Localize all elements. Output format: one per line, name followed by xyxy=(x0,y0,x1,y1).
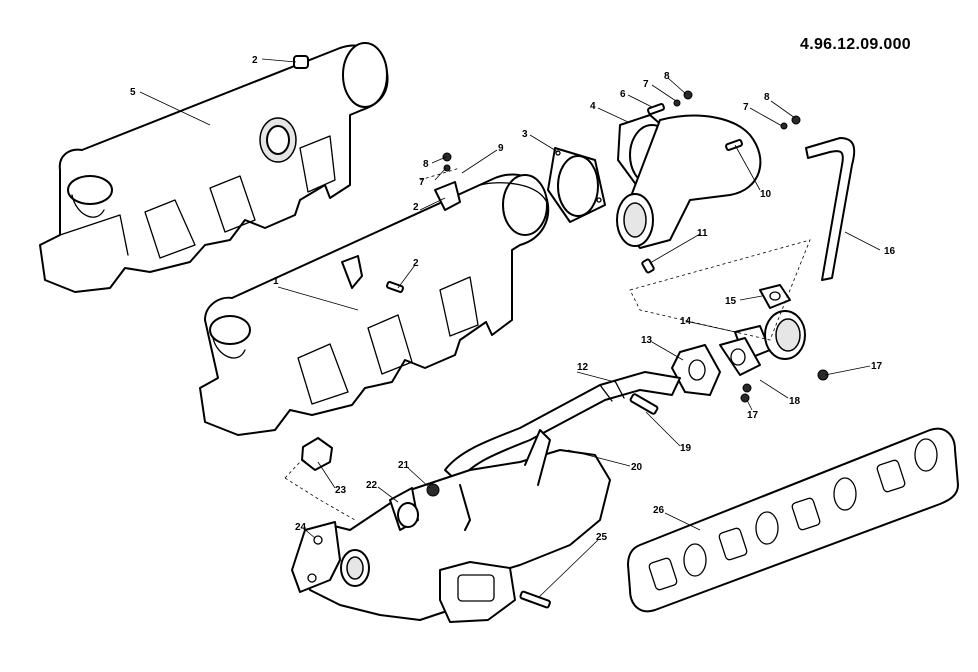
callout-2-top: 2 xyxy=(252,55,258,66)
flange-gasket xyxy=(671,337,761,396)
callout-7-c: 7 xyxy=(419,177,425,188)
leader-lines xyxy=(139,58,881,599)
callout-8-c: 8 xyxy=(423,159,429,170)
callout-14: 14 xyxy=(680,316,692,327)
callout-1: 1 xyxy=(273,276,279,287)
callout-10: 10 xyxy=(760,189,772,200)
callout-25: 25 xyxy=(596,532,608,543)
callout-17-right: 17 xyxy=(871,361,883,372)
elbow-adapter xyxy=(616,114,762,249)
exhaust-flange xyxy=(291,521,341,593)
connecting-pipe xyxy=(444,371,681,483)
callout-8-b: 8 xyxy=(764,92,770,103)
ring-gasket xyxy=(547,147,606,223)
callout-7-a: 7 xyxy=(643,79,649,90)
callout-3: 3 xyxy=(522,129,528,140)
callout-19: 19 xyxy=(680,443,692,454)
plug xyxy=(301,437,333,471)
callout-7-b: 7 xyxy=(743,102,749,113)
hose xyxy=(805,137,856,281)
intake-manifold-upper xyxy=(39,42,389,293)
valve-assembly xyxy=(734,284,806,361)
callout-26: 26 xyxy=(653,505,665,516)
callout-6: 6 xyxy=(620,89,626,100)
callout-11: 11 xyxy=(697,228,708,239)
callout-8-a: 8 xyxy=(664,71,670,82)
callout-2-center: 2 xyxy=(413,202,419,213)
callout-9: 9 xyxy=(498,143,504,154)
callout-16: 16 xyxy=(884,246,896,257)
document-number: 4.96.12.09.000 xyxy=(800,36,911,53)
callout-21: 21 xyxy=(398,460,410,471)
callout-20: 20 xyxy=(631,462,643,473)
callout-17-left: 17 xyxy=(747,410,759,421)
exhaust-manifold-gasket xyxy=(627,427,959,613)
callout-4: 4 xyxy=(590,101,596,112)
callout-13: 13 xyxy=(641,335,653,346)
callout-24: 24 xyxy=(295,522,307,533)
hardware xyxy=(386,90,829,609)
exhaust-manifold xyxy=(299,429,611,623)
callout-2-lower: 2 xyxy=(413,258,419,269)
callout-labels: 1 2 2 2 3 4 5 6 7 7 7 8 8 8 9 10 11 12 1… xyxy=(130,55,896,543)
callout-18: 18 xyxy=(789,396,801,407)
callout-22: 22 xyxy=(366,480,378,491)
callout-5: 5 xyxy=(130,87,136,98)
callout-12: 12 xyxy=(577,362,589,373)
callout-23: 23 xyxy=(335,485,347,496)
callout-15: 15 xyxy=(725,296,737,307)
intake-manifold-main xyxy=(199,173,550,436)
